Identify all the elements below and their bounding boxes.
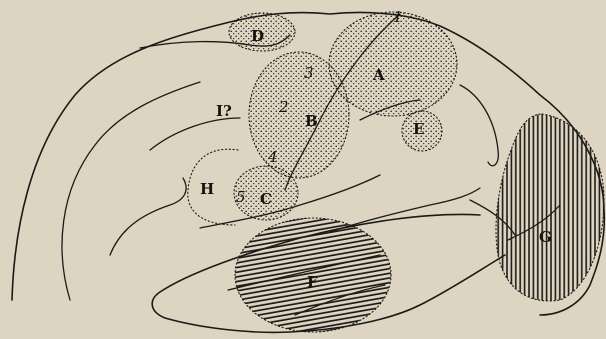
label-C: C [260, 190, 272, 208]
label-F: F [307, 273, 318, 291]
label-B: B [305, 112, 318, 130]
label-D: D [251, 27, 264, 45]
label-H: H [200, 180, 214, 198]
label-G: G [539, 228, 552, 246]
numeral-5: 5 [236, 188, 246, 206]
label-E: E [413, 120, 424, 138]
region-B [249, 52, 349, 178]
region-A [329, 12, 457, 116]
numeral-3: 3 [304, 64, 314, 82]
label-I: I? [216, 102, 232, 120]
label-A: A [372, 66, 385, 84]
numeral-2: 2 [278, 98, 289, 116]
numeral-4: 4 [267, 148, 278, 166]
numeral-1: 1 [393, 8, 403, 26]
